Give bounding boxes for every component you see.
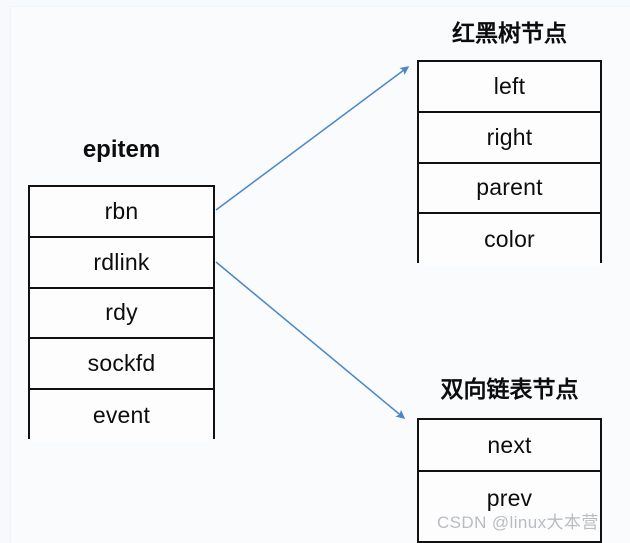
rbtree-field-color: color [419, 214, 600, 265]
arrow-rdlink-to-dlist-node [215, 261, 406, 419]
epitem-field-rdlink: rdlink [30, 237, 213, 289]
dlist-node-title: 双向链表节点 [440, 376, 579, 402]
epitem-title: epitem [82, 136, 161, 163]
rbtree-field-right: right [419, 112, 600, 164]
dlist-field-prev: prev [419, 472, 600, 524]
epitem-struct-box: rbn rdlink rdy sockfd event [28, 185, 215, 441]
dlist-field-next: next [419, 420, 600, 472]
rbtree-field-parent: parent [419, 163, 600, 215]
rbtree-node-title: 红黑树节点 [452, 20, 567, 46]
rbtree-field-left: left [419, 62, 600, 113]
dlist-node-struct-box: next prev [417, 418, 602, 543]
epitem-field-sockfd: sockfd [30, 339, 213, 391]
epitem-field-rbn: rbn [30, 187, 213, 238]
rbtree-node-struct-box: left right parent color [417, 60, 602, 265]
epitem-field-event: event [30, 390, 213, 441]
arrow-rbn-to-rbtree-node [215, 66, 410, 211]
epitem-field-rdy: rdy [30, 288, 213, 340]
